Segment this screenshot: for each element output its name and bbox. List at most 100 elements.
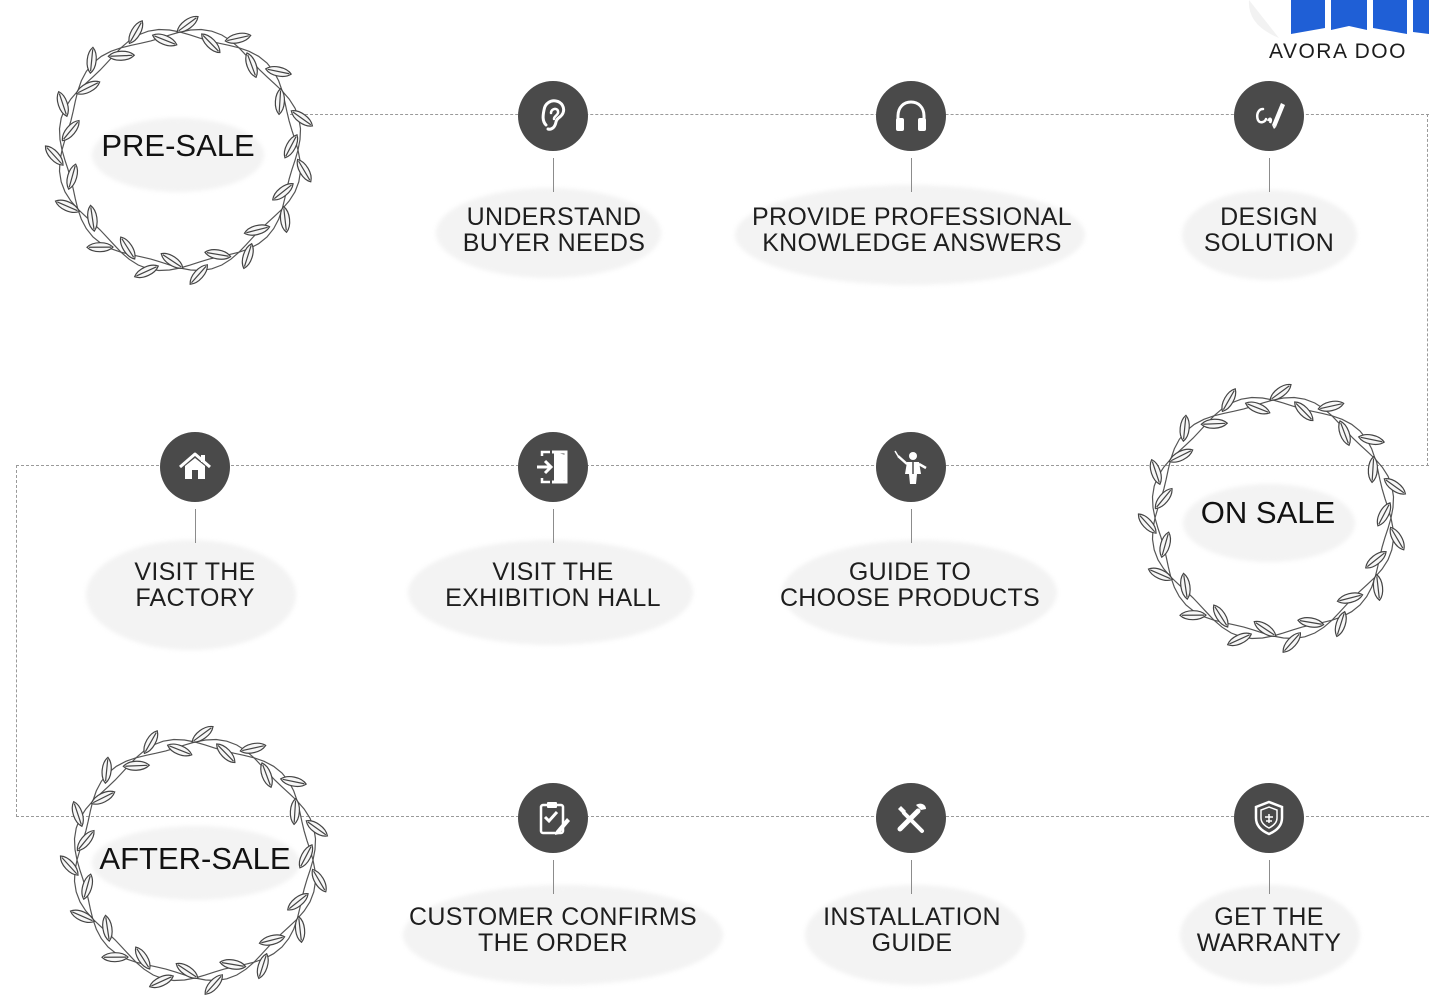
wreath-leaf [289,797,300,826]
wreath-leaf [69,909,96,923]
step-connector [911,860,912,894]
label-backdrop [92,826,300,900]
wreath-leaf [311,868,327,893]
label-backdrop [782,540,1057,645]
step-label-line: CUSTOMER CONFIRMS [409,903,697,931]
wreath-leaf [81,873,93,901]
wreath-leaf [1200,418,1229,429]
wreath-leaf [151,33,178,47]
wreath-leaf [176,15,199,33]
wreath-leaf [1244,401,1271,415]
wreath-leaf [122,760,151,771]
door-enter-icon [518,432,588,502]
ear-icon [518,81,588,151]
wreath-leaf [1269,383,1292,401]
step-label-line: KNOWLEDGE ANSWERS [762,229,1062,257]
wreath-leaf [272,183,294,201]
logo-text: AVORA DOO [1269,40,1407,63]
step-connector [1269,860,1270,894]
tools-icon [876,783,946,853]
wreath-leaf [283,134,299,159]
wreath-leaf [274,87,285,116]
step-label-line: PROVIDE PROFESSIONAL [752,203,1072,231]
wreath-leaf [1149,458,1162,486]
step-design-solution: DESIGN SOLUTION [1099,204,1429,256]
connector-line-left [16,465,17,817]
connector-line-right [1427,114,1428,466]
wreath-leaf [279,776,308,787]
wreath-leaf [1212,604,1229,628]
wreath-leaf [298,844,314,869]
wreath-leaf [1159,531,1171,559]
wreath-on-sale [1137,383,1407,653]
step-label-line: VISIT THE [134,558,256,586]
wreath-leaf [143,730,159,755]
stage-title-after-sale: AFTER-SALE [99,841,291,876]
stage-title-pre-sale: PRE-SALE [101,128,255,163]
step-connector [911,509,912,543]
wreath-leaf [241,242,254,270]
wreath-leaf [189,264,209,285]
label-backdrop [436,188,661,278]
wreath-leaf [1317,400,1345,412]
wreath-pre-sale [44,15,314,285]
clipboard-check-icon [518,783,588,853]
label-backdrop [86,540,296,650]
wreath-leaf [1154,487,1173,510]
wreath-leaf [102,914,113,942]
label-backdrop [1182,190,1357,280]
wreath-leaf [216,743,236,764]
wreath-leaf [86,242,114,253]
step-connector [553,158,554,192]
wreath-leaf [1372,573,1384,602]
label-backdrop [805,885,1025,985]
label-backdrop [92,118,264,192]
wreath-leaf [1294,401,1314,422]
wreath-leaf [305,820,329,837]
brand-logo [1239,0,1429,70]
wreath-leaf [279,205,291,234]
step-installation-guide: INSTALLATION GUIDE [742,904,1082,956]
wreath-leaf [201,33,221,54]
wreath-leaf [1334,610,1347,638]
wreath-leaf [1253,620,1277,637]
step-connector [553,509,554,543]
step-customer-confirms-order: CUSTOMER CONFIRMS THE ORDER [383,904,723,956]
wreath-leaf [1297,617,1325,628]
conductor-icon [876,432,946,502]
wreath-leaf [296,158,312,183]
wreath-leaf [1367,455,1378,484]
step-connector [195,509,196,543]
step-label-line: GUIDE TO [848,558,972,586]
wreath-leaf [71,800,84,828]
wreath-leaf [1226,632,1253,647]
wreath-leaf [256,952,269,980]
connector-line-bottom [16,816,1429,817]
wreath-leaf [101,952,129,963]
wreath-leaf [160,252,184,269]
label-backdrop [408,540,693,645]
wreath-leaf [287,893,309,911]
step-visit-factory: VISIT THE FACTORY [25,559,365,611]
step-label-line: FACTORY [135,584,255,612]
wreath-leaf [243,224,271,236]
shield-icon [1234,783,1304,853]
wreath-leaf [76,829,95,852]
wreath-after-sale [59,725,329,995]
wreath-leaf [1179,610,1207,621]
step-label-line: SOLUTION [1203,229,1335,257]
wreath-leaf [204,974,224,995]
step-label-line: WARRANTY [1196,929,1342,957]
wreath-leaf [87,204,98,232]
step-label-line: EXHIBITION HALL [445,584,661,612]
step-understand-buyer-needs: UNDERSTAND BUYER NEEDS [384,204,724,256]
wreath-leaf [260,762,273,789]
wreath-leaf [148,974,175,989]
step-get-warranty: GET THE WARRANTY [1099,904,1429,956]
label-backdrop [1180,885,1360,985]
label-backdrop [1183,484,1355,562]
wreath-leaf [44,145,64,166]
wreath-leaf [86,46,97,75]
wreath-leaf [166,743,193,757]
wreath-leaf [1168,448,1194,463]
